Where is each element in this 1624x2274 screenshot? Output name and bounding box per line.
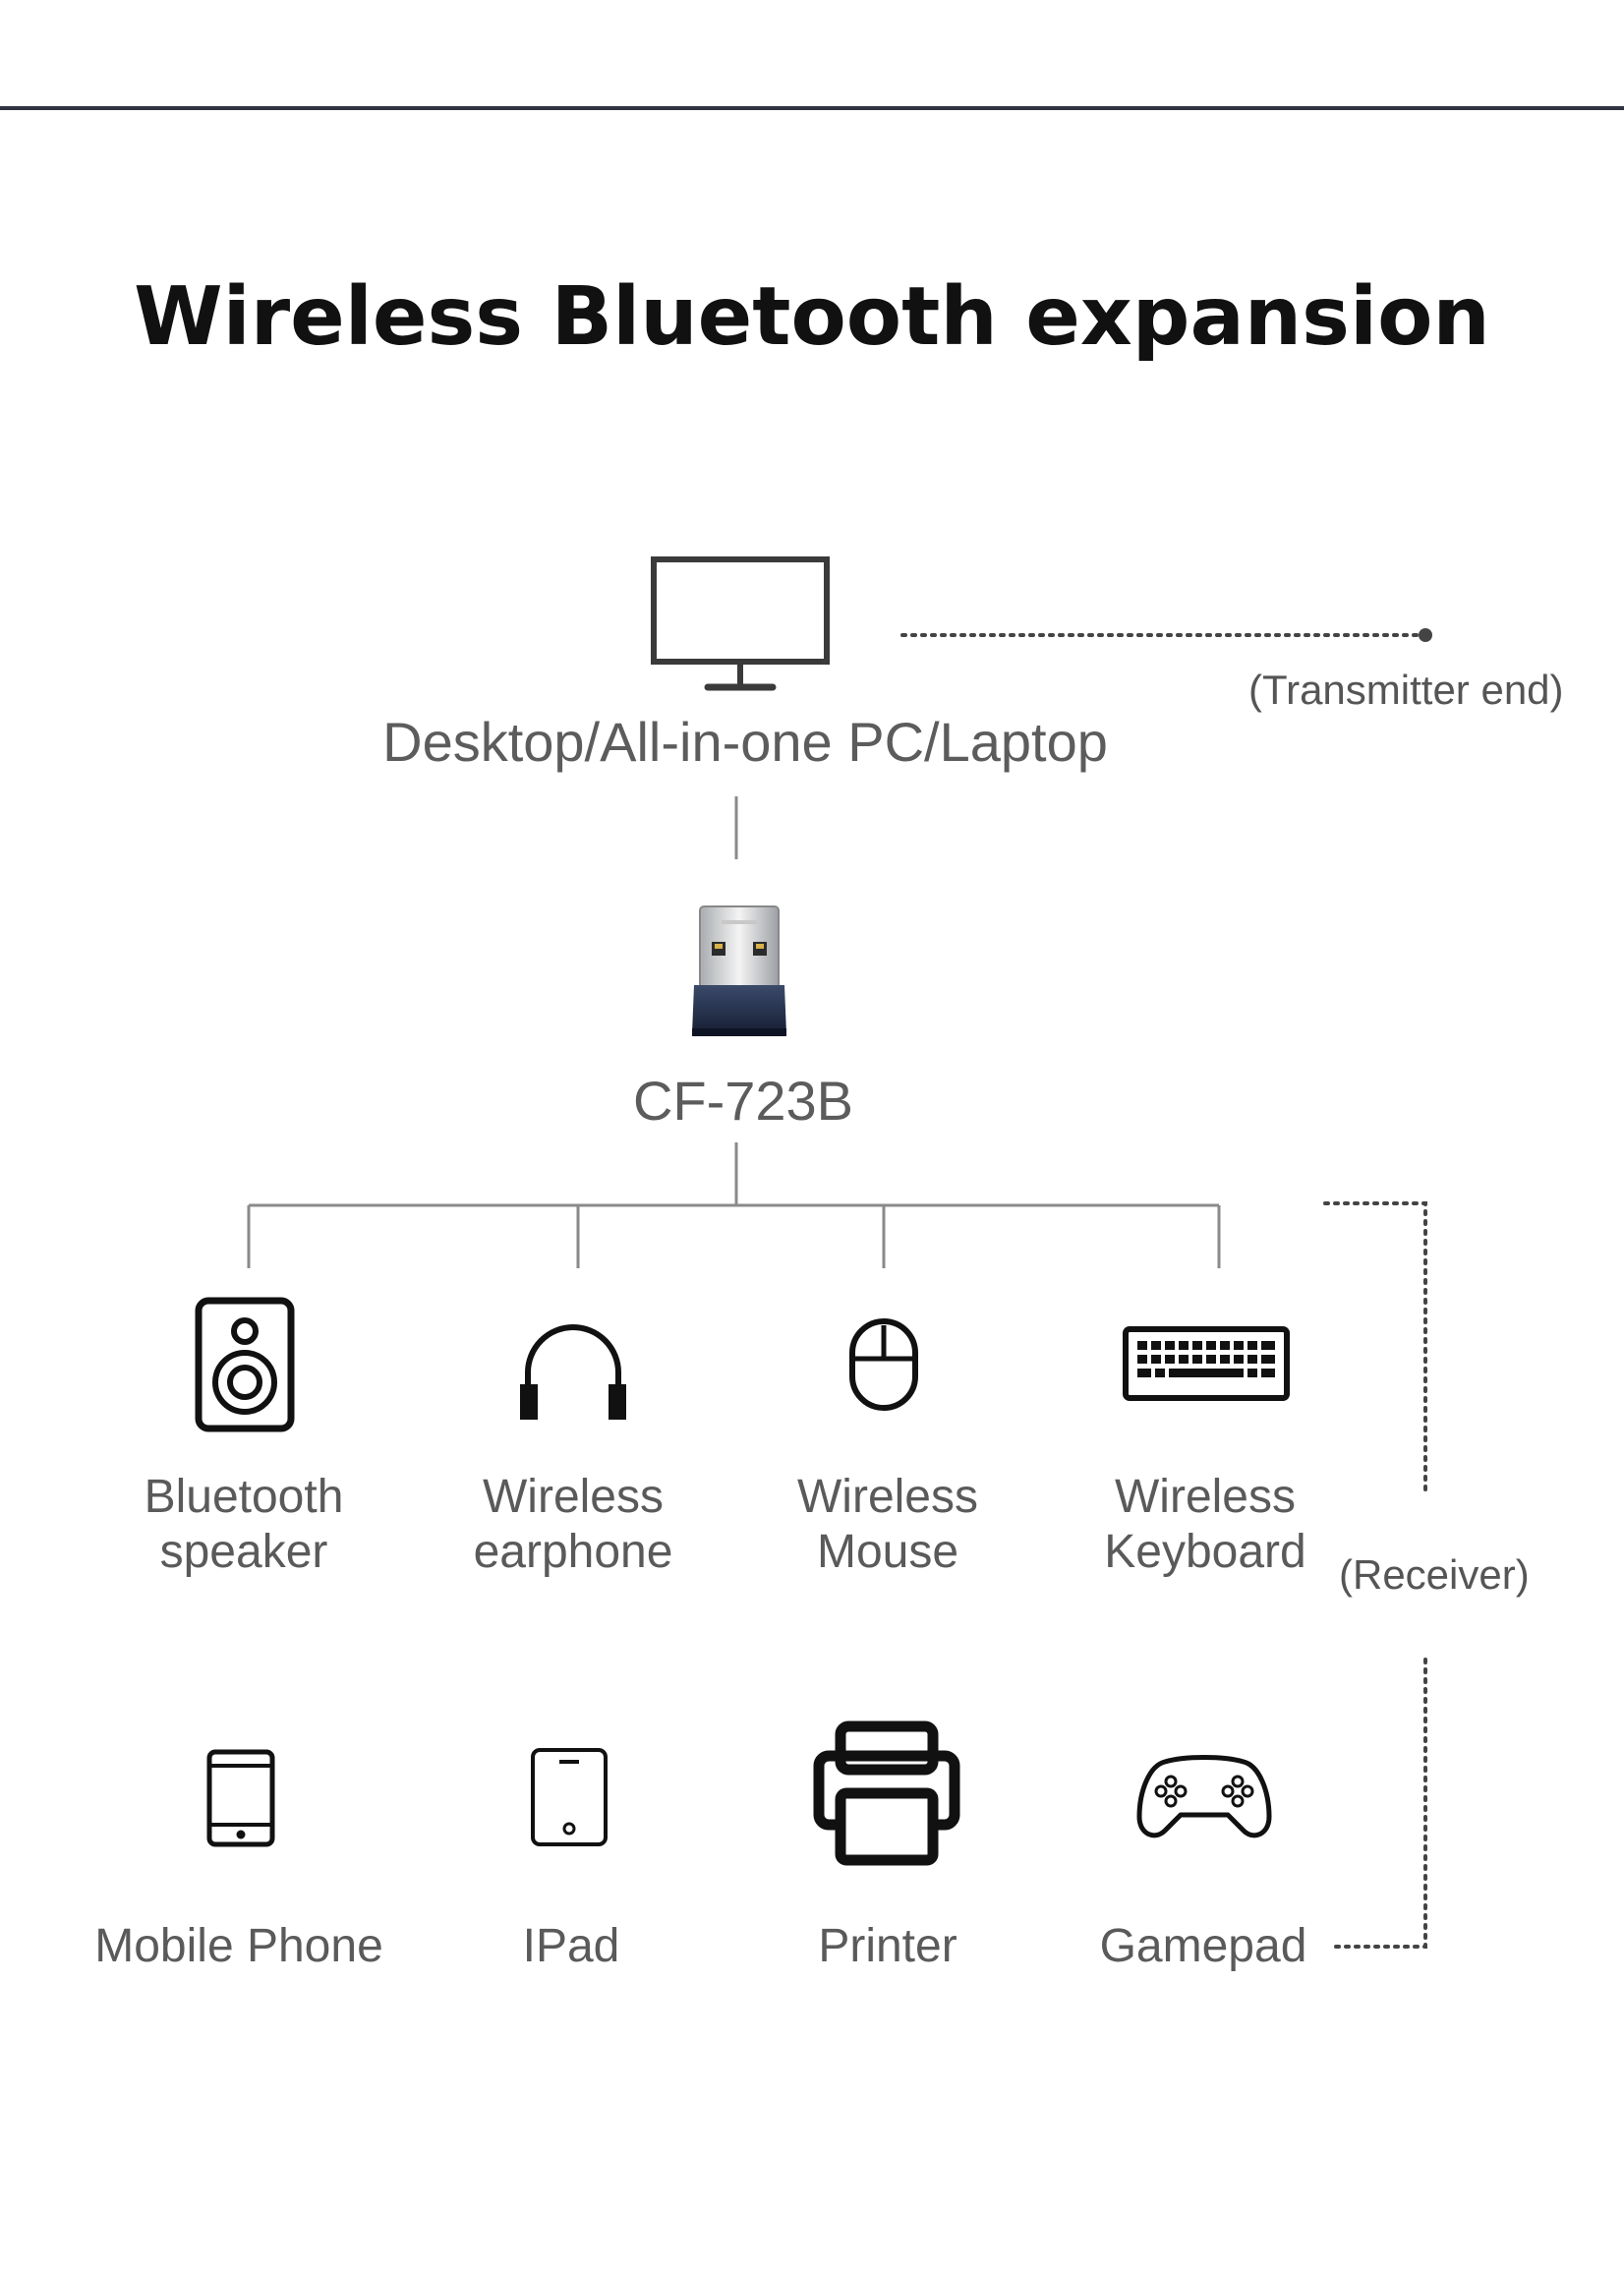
gamepad-icon	[1136, 1755, 1272, 1838]
device-label-ipad: IPad	[522, 1920, 620, 1972]
transmitter-device-label: Desktop/All-in-one PC/Laptop	[382, 711, 1108, 773]
mouse-icon	[849, 1318, 918, 1411]
speaker-icon	[195, 1297, 295, 1432]
top-divider	[0, 106, 1624, 110]
adapter-model-label: CF-723B	[632, 1070, 854, 1132]
page-title: Wireless Bluetooth expansion	[134, 270, 1490, 364]
mobile-phone-icon	[206, 1749, 275, 1847]
device-label-mobile-phone: Mobile Phone	[94, 1920, 383, 1972]
monitor-icon	[651, 556, 830, 691]
device-label-gamepad: Gamepad	[1099, 1920, 1307, 1972]
transmitter-end-label: (Transmitter end)	[1248, 667, 1564, 713]
device-label-bluetooth-speaker: Bluetooth speaker	[144, 1471, 344, 1578]
receiver-bracket-upper	[1323, 1201, 1427, 1492]
device-label-wireless-earphone: Wireless earphone	[473, 1471, 673, 1578]
printer-icon	[813, 1720, 960, 1866]
device-label-wireless-mouse: Wireless Mouse	[796, 1471, 978, 1578]
transmitter-line-dot	[1419, 628, 1432, 642]
device-label-wireless-keyboard: Wireless Keyboard	[1104, 1471, 1306, 1578]
receiver-end-label: (Receiver)	[1339, 1551, 1530, 1598]
receiver-bracket-lower	[1327, 1658, 1427, 1949]
keyboard-icon	[1123, 1326, 1290, 1401]
tablet-icon	[531, 1748, 608, 1846]
device-label-printer: Printer	[818, 1920, 957, 1972]
headphones-icon	[520, 1324, 626, 1420]
usb-bluetooth-adapter-icon	[692, 905, 786, 1036]
